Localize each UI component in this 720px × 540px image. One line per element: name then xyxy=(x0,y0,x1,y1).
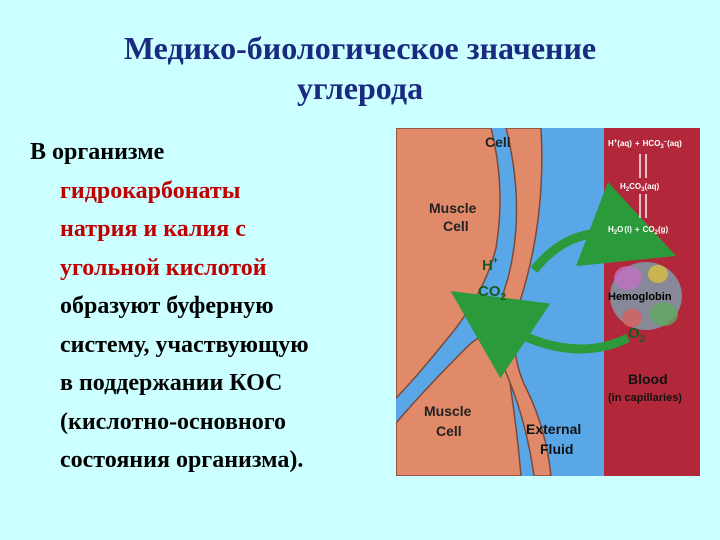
arrow-to-blood xyxy=(530,181,677,273)
body-line-4: угольной кислотой xyxy=(60,254,267,281)
cell-label: Cell xyxy=(485,134,511,150)
slide-title: Медико-биологическое значение углерода xyxy=(0,28,720,108)
h-plus-label: H+ xyxy=(482,255,498,274)
muscle-cell-bottom-line1: Muscle xyxy=(424,403,472,419)
muscle-cell-top-line2: Cell xyxy=(443,218,469,234)
equation-middle: H2CO3(aq) xyxy=(620,182,659,193)
in-capillaries-label: (in capillaries) xyxy=(608,392,682,404)
arrow-to-cell xyxy=(450,291,630,379)
slide-title-line2: углерода xyxy=(296,70,424,106)
external-fluid-line1: External xyxy=(526,421,581,437)
equilibrium-arrows xyxy=(639,154,647,218)
hemoglobin-molecule xyxy=(610,262,682,330)
body-line-7: в поддержании КОС xyxy=(60,370,283,396)
o2-label: O2 xyxy=(628,325,646,345)
hemoglobin-label: Hemoglobin xyxy=(608,291,672,303)
equation-bottom: H2O(l)+CO2(g) xyxy=(608,225,668,236)
figure-svg: Cell Muscle Cell Muscle Cell H+ CO2 Hemo… xyxy=(396,128,700,476)
slide-title-line1: Медико-биологическое значение xyxy=(123,30,597,66)
muscle-cell-top-line1: Muscle xyxy=(429,200,477,216)
body-line-1: В организме xyxy=(30,139,165,165)
body-line-3: натрия и калия с xyxy=(60,216,246,242)
external-fluid-line2: Fluid xyxy=(540,441,573,457)
equation-top: H+(aq)+HCO3–(aq) xyxy=(608,139,682,150)
body-paragraph: В организме гидрокарбонаты натрия и кали… xyxy=(30,133,380,480)
body-line-6: систему, участвующую xyxy=(60,331,309,358)
cell-strip xyxy=(497,128,552,476)
body-line-8: (кислотно-основного xyxy=(60,408,287,435)
body-line-2: гидрокарбонаты xyxy=(60,177,241,204)
muscle-cell-top xyxy=(396,128,501,400)
muscle-cell-bottom-line2: Cell xyxy=(436,423,462,439)
body-line-5: образуют буферную xyxy=(60,293,274,319)
co2-left-label: CO2 xyxy=(478,283,507,303)
body-line-9: состояния организма). xyxy=(60,447,304,473)
blood-label: Blood xyxy=(628,371,668,387)
co2-transport-figure: Cell Muscle Cell Muscle Cell H+ CO2 Hemo… xyxy=(396,128,700,476)
